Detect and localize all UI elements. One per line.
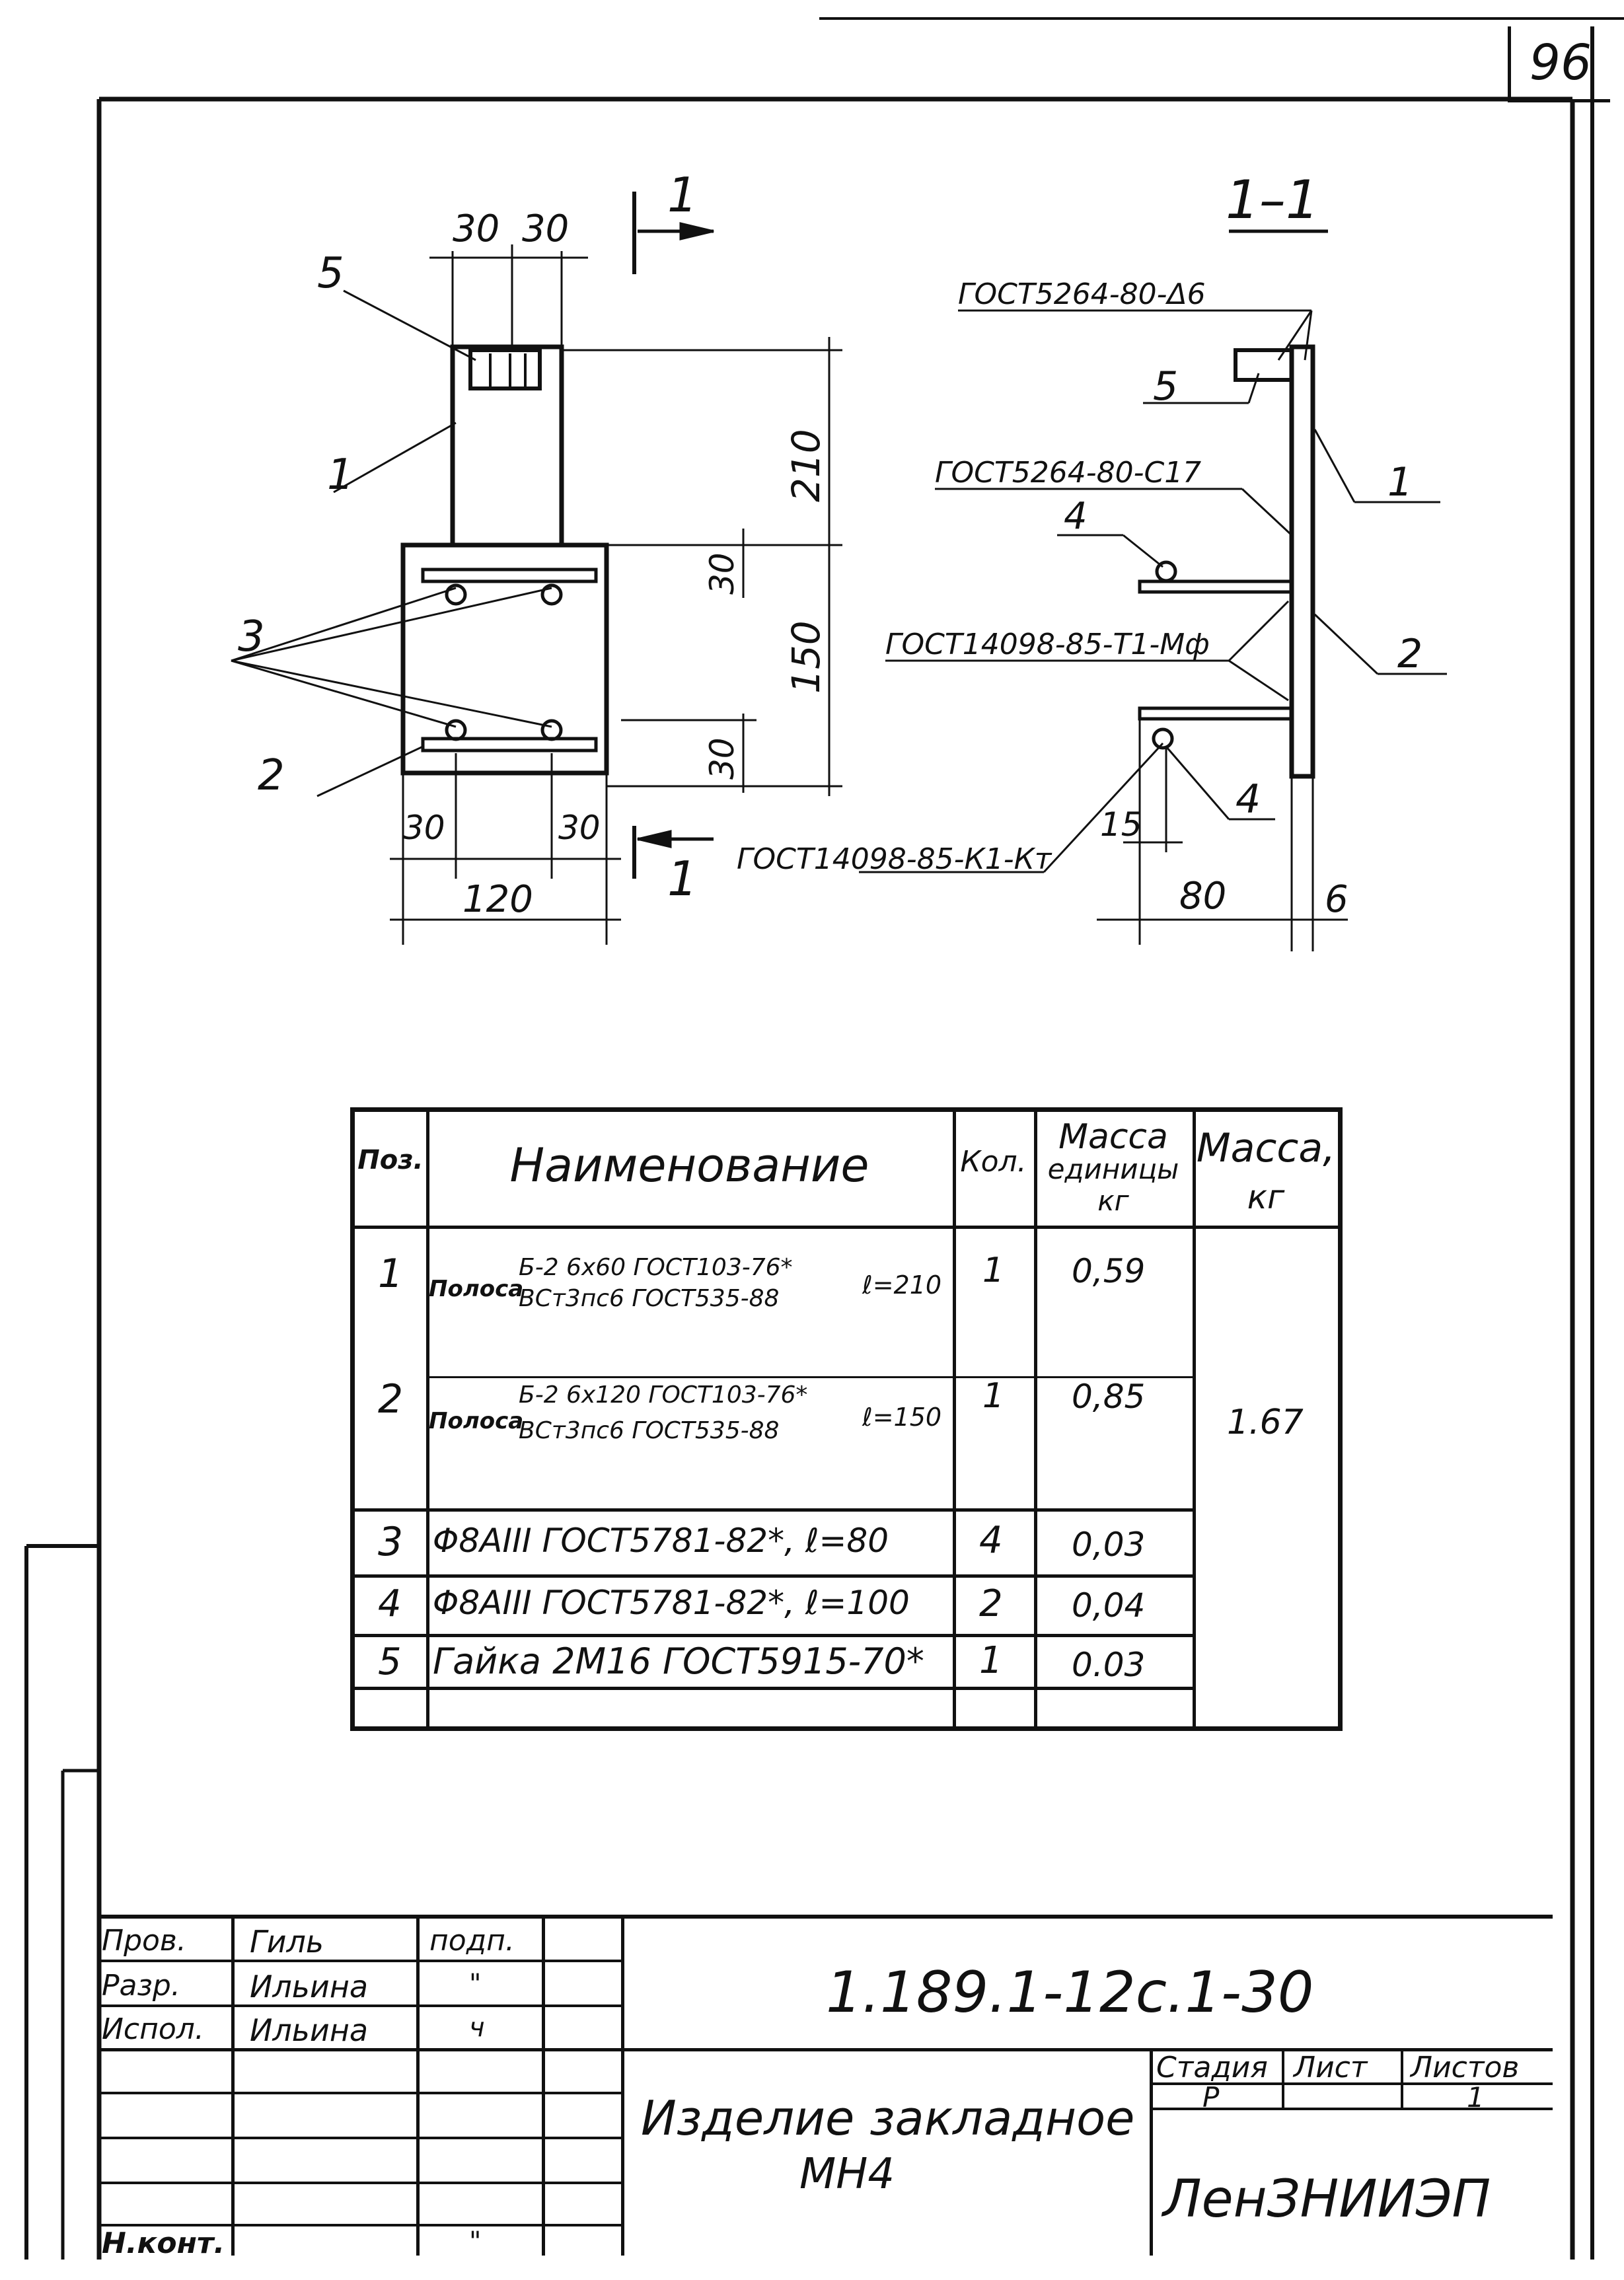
row-5-unit-mass: 0.03 bbox=[1072, 1646, 1146, 1684]
role-norm-control: Н.конт. bbox=[102, 2226, 225, 2260]
row-1-top: Б-2 6x60 ГОСТ103-76* bbox=[519, 1254, 793, 1281]
dim-plate-thickness: 6 bbox=[1325, 878, 1348, 921]
sheets-header: Листов bbox=[1411, 2051, 1520, 2084]
title-block: Пров. Разр. Испол. Н.конт. Гиль Ильина И… bbox=[99, 1915, 1553, 2260]
row-2-prefix: Полоса bbox=[429, 1408, 524, 1434]
dim-offset-top: 30 bbox=[703, 552, 741, 595]
sheet-header: Лист bbox=[1294, 2051, 1368, 2084]
dim-top-left: 30 bbox=[453, 207, 499, 250]
section-rod-upper bbox=[1138, 579, 1294, 594]
cut-label-bottom: 1 bbox=[667, 851, 698, 906]
dim-width-total: 120 bbox=[462, 878, 533, 921]
label-pos-2-front: 2 bbox=[258, 751, 285, 800]
title-line-2: МН4 bbox=[799, 2150, 895, 2199]
label-pos-1-section: 1 bbox=[1387, 459, 1413, 505]
sign-executed: ч bbox=[469, 2012, 485, 2043]
header-mass-1: Масса, bbox=[1196, 1125, 1336, 1171]
label-pos-1-front: 1 bbox=[327, 451, 354, 499]
rod-3-bottom bbox=[421, 737, 598, 753]
section-nut-5 bbox=[1234, 348, 1294, 382]
row-4-name: Φ8АIII ГОСТ5781-82*, ℓ=100 bbox=[433, 1584, 910, 1622]
header-mass-2: кг bbox=[1247, 1178, 1285, 1216]
row-5-name: Гайка 2М16 ГОСТ5915-70* bbox=[433, 1640, 924, 1682]
stage-value: Р bbox=[1202, 2081, 1220, 2114]
role-developed: Разр. bbox=[102, 1969, 180, 2003]
front-view-drawing: 30 30 210 150 30 30 30 30 120 5 1 3 2 1 … bbox=[231, 167, 842, 945]
role-executed: Испол. bbox=[102, 2012, 204, 2046]
sheet-number: 96 bbox=[1508, 26, 1610, 102]
header-pos: Поз. bbox=[357, 1145, 424, 1175]
nut-5 bbox=[468, 348, 542, 390]
section-label: 1–1 bbox=[1226, 169, 1319, 231]
row-1-length: ℓ=210 bbox=[862, 1270, 942, 1300]
header-name: Наименование bbox=[509, 1138, 869, 1193]
header-unit-mass-3: кг bbox=[1097, 1185, 1129, 1217]
row-3-unit-mass: 0,03 bbox=[1072, 1526, 1146, 1564]
row-3-pos: 3 bbox=[378, 1519, 404, 1565]
row-3-qty: 4 bbox=[979, 1519, 1003, 1562]
row-1-prefix: Полоса bbox=[429, 1276, 524, 1302]
sign-norm-control: " bbox=[469, 2226, 482, 2257]
row-2-length: ℓ=150 bbox=[862, 1403, 942, 1432]
row-4-unit-mass: 0,04 bbox=[1072, 1586, 1146, 1625]
stage-header: Стадия bbox=[1156, 2051, 1268, 2084]
specification-table: Поз. Наименование Кол. Масса единицы кг … bbox=[350, 1107, 1343, 1731]
cut-label-top: 1 bbox=[667, 167, 698, 223]
section-plate bbox=[1289, 344, 1315, 779]
dim-rod-offset: 15 bbox=[1100, 805, 1142, 844]
row-3-name: Φ8АIII ГОСТ5781-82*, ℓ=80 bbox=[433, 1522, 889, 1560]
row-5-pos: 5 bbox=[378, 1640, 402, 1683]
title-line-1: Изделие закладное bbox=[641, 2090, 1135, 2146]
dim-top-right: 30 bbox=[522, 207, 569, 250]
label-pos-4-section-bottom: 4 bbox=[1236, 776, 1261, 823]
row-5-qty: 1 bbox=[979, 1639, 1003, 1682]
row-2-qty: 1 bbox=[982, 1376, 1005, 1416]
row-2-pos: 2 bbox=[378, 1376, 404, 1422]
sign-header: подп. bbox=[429, 1924, 515, 1958]
dim-bottom-right: 30 bbox=[558, 809, 601, 847]
dim-rod-length: 80 bbox=[1179, 875, 1226, 918]
name-checked: Гиль bbox=[250, 1924, 324, 1960]
dim-height-lower: 150 bbox=[784, 620, 829, 694]
row-1-qty: 1 bbox=[982, 1251, 1005, 1290]
document-code: 1.189.1-12с.1-30 bbox=[826, 1960, 1314, 2026]
total-mass: 1.67 bbox=[1227, 1403, 1304, 1442]
dim-height-upper: 210 bbox=[784, 429, 829, 502]
dim-offset-bottom: 30 bbox=[703, 737, 741, 780]
section-rod-lower bbox=[1138, 706, 1294, 721]
label-pos-2-section: 2 bbox=[1397, 631, 1422, 677]
weld-callout-3: ГОСТ14098-85-Т1-Мф bbox=[885, 628, 1210, 661]
dim-bottom-left: 30 bbox=[403, 809, 445, 847]
row-4-qty: 2 bbox=[979, 1582, 1003, 1625]
header-unit-mass-2: единицы bbox=[1047, 1153, 1179, 1185]
organization: ЛенЗНИИЭП bbox=[1163, 2170, 1491, 2229]
rod-3-top bbox=[421, 568, 598, 583]
role-checked: Пров. bbox=[102, 1924, 186, 1958]
row-2-unit-mass: 0,85 bbox=[1072, 1378, 1146, 1416]
section-view-drawing: 1–1 ГОСТ5264-80-Δ6 ГОСТ5264-80-С17 ГОСТ1… bbox=[737, 169, 1447, 951]
weld-callout-2: ГОСТ5264-80-С17 bbox=[935, 456, 1201, 490]
label-pos-5-front: 5 bbox=[317, 249, 344, 298]
row-4-pos: 4 bbox=[378, 1582, 402, 1625]
label-pos-3-front: 3 bbox=[238, 612, 265, 661]
weld-callout-4: ГОСТ14098-85-К1-Кт bbox=[737, 842, 1052, 876]
row-1-bottom: ВСт3пс6 ГОСТ535-88 bbox=[519, 1285, 780, 1312]
row-1-pos: 1 bbox=[378, 1251, 404, 1297]
name-developed: Ильина bbox=[250, 1969, 369, 2004]
sheets-total: 1 bbox=[1467, 2081, 1485, 2114]
label-pos-4-section-top: 4 bbox=[1064, 495, 1088, 538]
weld-callout-1: ГОСТ5264-80-Δ6 bbox=[958, 277, 1206, 311]
row-2-top: Б-2 6x120 ГОСТ103-76* bbox=[519, 1381, 808, 1409]
row-2-bottom: ВСт3пс6 ГОСТ535-88 bbox=[519, 1417, 780, 1444]
header-unit-mass-1: Масса bbox=[1058, 1117, 1168, 1157]
header-qty: Кол. bbox=[960, 1145, 1027, 1179]
name-executed: Ильина bbox=[250, 2012, 369, 2048]
label-pos-5-section: 5 bbox=[1153, 363, 1178, 410]
row-1-unit-mass: 0,59 bbox=[1072, 1252, 1146, 1290]
sign-developed: " bbox=[469, 1969, 482, 1999]
lower-plate-2 bbox=[400, 542, 609, 776]
